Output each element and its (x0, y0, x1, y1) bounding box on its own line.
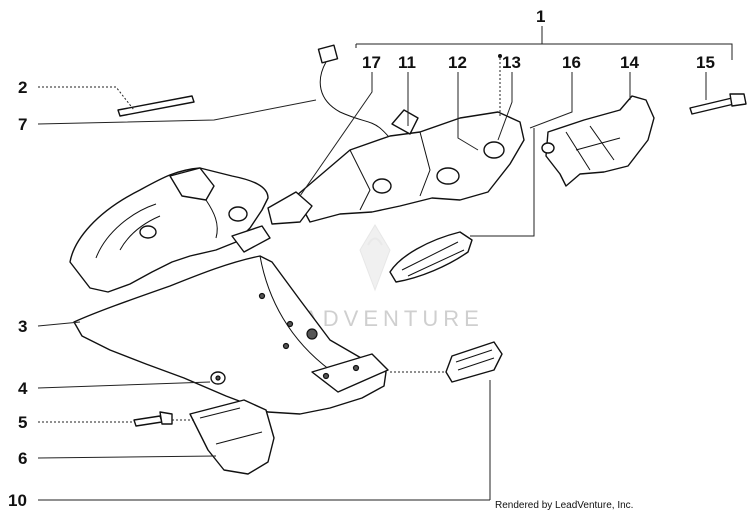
part-screw-5 (133, 411, 173, 427)
part-rod (117, 95, 195, 117)
part-nut (210, 371, 226, 385)
part-lens-16 (389, 231, 473, 283)
callout-11: 11 (398, 53, 416, 72)
callout-labels: 1 2 7 17 11 12 13 16 14 15 3 4 5 6 10 (8, 7, 715, 510)
render-credit: Rendered by LeadVenture, Inc. (495, 500, 633, 511)
part-mudflap (189, 399, 275, 475)
callout-14: 14 (620, 53, 639, 72)
part-mudguard (73, 255, 389, 415)
callout-16: 16 (562, 53, 581, 72)
callout-6: 6 (18, 449, 27, 468)
callout-5: 5 (18, 413, 27, 432)
callout-3: 3 (18, 317, 27, 336)
callout-13: 13 (502, 53, 521, 72)
callout-2: 2 (18, 78, 27, 97)
callout-4: 4 (18, 379, 28, 398)
callout-15: 15 (696, 53, 715, 72)
callout-7: 7 (18, 115, 27, 134)
part-rear-body (69, 167, 271, 293)
part-bracket-14 (541, 95, 655, 187)
part-frame-bracket (267, 109, 525, 225)
callout-10: 10 (8, 491, 27, 510)
callout-1: 1 (536, 7, 545, 26)
part-wire-harness (317, 44, 403, 153)
part-screw-15 (689, 93, 747, 115)
marker-dot (498, 54, 502, 58)
leader-lines (37, 26, 733, 501)
callout-12: 12 (448, 53, 467, 72)
watermark-logo (359, 224, 391, 292)
callout-17: 17 (362, 53, 381, 72)
part-plate-light (445, 341, 503, 383)
